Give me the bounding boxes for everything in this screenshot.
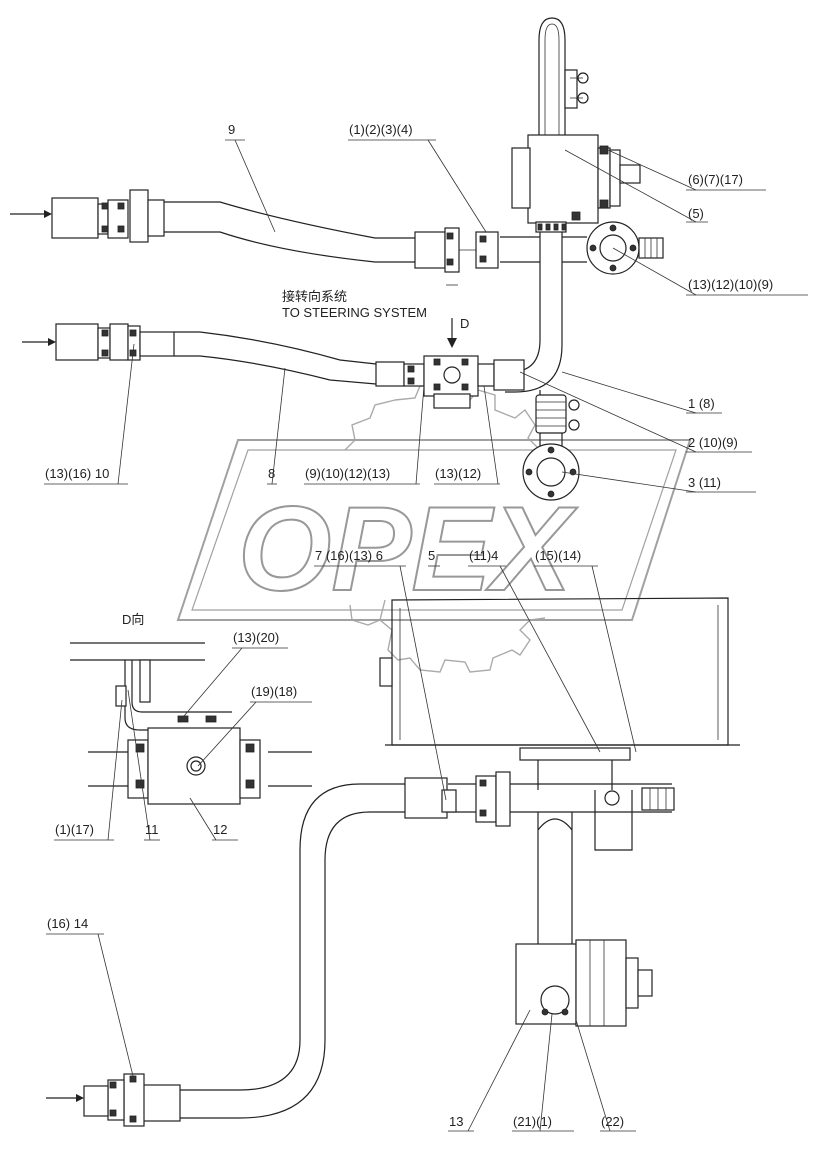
callout-labels: 9 (1)(2)(3)(4) (6)(7)(17) (5) (13)(12)(1… xyxy=(45,122,773,1129)
callout-l-2-109: 2 (10)(9) xyxy=(688,435,738,450)
callout-l-1312: (13)(12) xyxy=(435,466,481,481)
valve-body xyxy=(527,134,599,224)
callout-l-117: (1)(17) xyxy=(55,822,94,837)
callout-l-8: 8 xyxy=(268,466,275,481)
bellows xyxy=(535,394,580,434)
watermark-text: OPEX xyxy=(238,482,578,616)
callout-l-22: (22) xyxy=(601,1114,624,1129)
callout-l-12-bot: 12 xyxy=(213,822,227,837)
callout-l-9101213: (9)(10)(12)(13) xyxy=(305,466,390,481)
steering-note-cn: 接转向系统 xyxy=(282,289,347,304)
d-view-detail xyxy=(70,642,312,805)
callout-l-1514: (15)(14) xyxy=(535,548,581,563)
callout-l-131610: (13)(16) 10 xyxy=(45,466,109,481)
callout-l-5-top: (5) xyxy=(688,206,704,221)
callout-l-1918: (19)(18) xyxy=(251,684,297,699)
callout-l-1-8: 1 (8) xyxy=(688,396,715,411)
callout-l-9-top: 9 xyxy=(228,122,235,137)
callout-l-1312109: (13)(12)(10)(9) xyxy=(688,277,773,292)
tank-and-lower-piping xyxy=(46,597,740,1127)
vertical-main-pipe xyxy=(539,232,563,345)
callout-l-211: (21)(1) xyxy=(513,1114,552,1129)
callout-l-13-bot: 13 xyxy=(449,1114,463,1129)
round-flange-lower xyxy=(522,443,580,501)
top-hook-pipe xyxy=(538,17,566,140)
view-arrow-letter: D xyxy=(460,316,469,331)
pipe-9-upper-line xyxy=(10,189,499,286)
callout-l-11-4: (11)4 xyxy=(469,548,498,563)
callout-l-11-bot: 11 xyxy=(145,822,159,837)
callout-l-16-14: (16) 14 xyxy=(47,916,88,931)
callout-l-1234: (1)(2)(3)(4) xyxy=(349,122,413,137)
steering-note-en: TO STEERING SYSTEM xyxy=(282,305,427,320)
callout-l-5-mid: 5 xyxy=(428,548,435,563)
callout-l-6717: (6)(7)(17) xyxy=(688,172,743,187)
view-arrow-d xyxy=(447,338,457,348)
leader-lines xyxy=(44,139,808,1132)
callout-l-7-16-13-6: 7 (16)(13) 6 xyxy=(315,548,383,563)
hook-clamp xyxy=(564,69,589,109)
round-flange-upper xyxy=(586,221,664,275)
hose-end-lower xyxy=(141,1084,181,1122)
inlet-arrow-middle xyxy=(48,338,56,346)
watermark-frame-outer xyxy=(176,439,692,621)
pipe-8-middle-line xyxy=(22,318,525,409)
hose-end-middle xyxy=(55,323,99,361)
callout-l-1320: (13)(20) xyxy=(233,630,279,645)
hose-end-upper xyxy=(51,197,99,239)
top-valve-assembly xyxy=(500,17,664,501)
callout-l-3-11: 3 (11) xyxy=(688,475,721,490)
hydraulic-pump xyxy=(515,939,653,1027)
inlet-arrow-upper xyxy=(44,210,52,218)
inlet-arrow-lower xyxy=(76,1094,84,1102)
view-d-title: D向 xyxy=(122,612,144,627)
watermark-letters: OPEX xyxy=(237,481,579,617)
